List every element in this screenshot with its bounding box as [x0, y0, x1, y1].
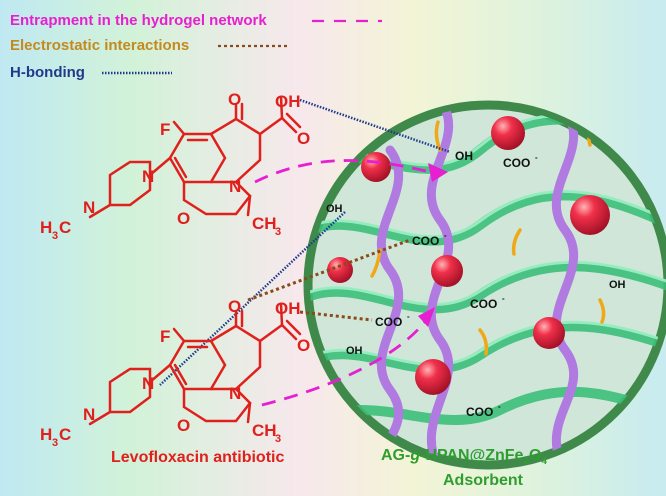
coo-label: COO — [412, 234, 439, 248]
charge-label: - — [407, 312, 410, 321]
atom-h3c: C — [59, 218, 71, 237]
subscript: 3 — [275, 433, 281, 445]
atom-oh: OH — [275, 92, 301, 111]
atom-n: N — [142, 374, 154, 393]
coo-label: COO — [470, 297, 497, 311]
entrapment-arrowhead — [418, 307, 435, 327]
levofloxacin-molecule-bottom: F O OH O N O CH 3 N N H 3 C — [40, 297, 310, 449]
entrapment-line-top — [254, 159, 431, 184]
caption-subscript: 2 — [523, 456, 529, 468]
atom-h3c: H — [40, 425, 52, 444]
interaction-lines — [159, 98, 451, 407]
subscript: 3 — [52, 437, 58, 449]
molecule-atoms: F O OH O N O CH 3 N N H 3 C — [40, 297, 310, 449]
caption-part: AG- — [381, 447, 411, 464]
coo-label: COO — [375, 315, 402, 329]
atom-o: O — [297, 129, 310, 148]
molecule-caption: Levofloxacin antibiotic — [111, 449, 285, 466]
atom-o: O — [228, 297, 241, 316]
hbond-line-top — [299, 98, 451, 154]
functional-groups: OH COO - OH COO - COO - COO - OH OH COO … — [326, 149, 626, 419]
atom-o: O — [177, 416, 190, 435]
caption-subscript: 4 — [541, 456, 547, 468]
entrapment-arrowhead — [428, 163, 448, 182]
adsorbent-caption-line1: AG-g-HPAN@ZnFe2O4 — [381, 447, 547, 467]
atom-n: N — [83, 198, 95, 217]
atom-o: O — [177, 209, 190, 228]
charge-label: - — [535, 153, 538, 162]
coo-label: COO — [503, 156, 530, 170]
oh-label: OH — [326, 203, 343, 215]
coo-label: COO — [466, 405, 493, 419]
atom-h3c: C — [59, 425, 71, 444]
caption-part: O — [528, 447, 542, 464]
entrapment-line-bottom — [261, 317, 430, 407]
subscript: 3 — [52, 230, 58, 242]
subscript: 3 — [275, 226, 281, 238]
atom-f: F — [160, 120, 170, 139]
atom-f: F — [160, 327, 170, 346]
legend-entrapment: Entrapment in the hydrogel network — [10, 12, 267, 29]
legend-electrostatic: Electrostatic interactions — [10, 37, 190, 54]
adsorbent-caption-line2: Adsorbent — [443, 472, 523, 489]
atom-n: N — [229, 384, 241, 403]
charge-label: - — [502, 294, 505, 303]
atom-n: N — [142, 167, 154, 186]
electrostatic-line — [299, 310, 373, 322]
adsorbent-hydrogel-circle: OH COO - OH COO - COO - COO - OH OH COO … — [303, 100, 666, 470]
caption-italic-g: g — [410, 447, 421, 464]
atom-ch3: CH — [252, 421, 277, 440]
charge-label: - — [444, 231, 447, 240]
oh-label: OH — [609, 279, 626, 291]
znfe2o4-nanoparticles — [327, 116, 610, 395]
caption-part: -HPAN@ZnFe — [420, 447, 524, 464]
charge-label: - — [498, 402, 501, 411]
oh-label: OH — [455, 149, 473, 163]
atom-oh: OH — [275, 299, 301, 318]
electrostatic-line — [247, 238, 411, 302]
atom-o: O — [297, 336, 310, 355]
atom-ch3: CH — [252, 214, 277, 233]
crosslinks — [370, 119, 606, 356]
atom-n: N — [229, 177, 241, 196]
atom-n: N — [83, 405, 95, 424]
atom-o: O — [228, 90, 241, 109]
molecule-bonds — [88, 302, 302, 426]
oh-label: OH — [346, 345, 363, 357]
molecule-bonds — [88, 95, 302, 219]
legend-hbonding: H-bonding — [10, 64, 85, 81]
levofloxacin-molecule-top: F O OH O N O CH 3 N N H 3 C — [40, 90, 310, 242]
hbond-line-bottom — [159, 211, 346, 386]
atom-h3c: H — [40, 218, 52, 237]
molecule-atoms: F O OH O N O CH 3 N N H 3 C — [40, 90, 310, 242]
